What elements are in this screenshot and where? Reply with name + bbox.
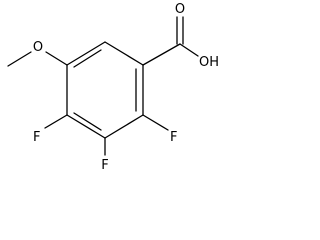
carboxylic-acid-group: O OH <box>142 2 219 70</box>
ring-double-bond-c5-c6 <box>73 49 102 68</box>
fluorine-substituents: F F F <box>33 114 177 173</box>
ring-bond-c2-c3 <box>104 114 144 139</box>
carboxyl-oh-bond <box>179 43 199 57</box>
ring-bond-c5-c6 <box>66 41 106 66</box>
methoxy-oxygen-label: O <box>33 40 43 55</box>
bond-c2-fluorine <box>142 114 169 131</box>
ring-bond-c6-c1 <box>104 41 144 66</box>
methoxy-group: O <box>7 40 68 67</box>
hydroxyl-label: OH <box>199 55 219 70</box>
fluorine-3-label: F <box>101 158 108 173</box>
fluorine-2-label: F <box>170 130 177 145</box>
bond-ring-to-carboxyl <box>142 43 181 66</box>
bond-c4-fluorine <box>44 114 68 129</box>
bond-ring-to-methoxy-oxygen <box>45 51 68 66</box>
carbonyl-oxygen-label: O <box>175 2 185 17</box>
ring-bond-c3-c4 <box>66 114 106 139</box>
molecule-structure: O OH O F F F <box>7 2 219 173</box>
benzene-ring <box>66 41 144 139</box>
bond-methoxy-oxygen-to-methyl <box>7 51 32 67</box>
ring-double-bond-c3-c4 <box>73 112 102 131</box>
fluorine-4-label: F <box>33 130 40 145</box>
